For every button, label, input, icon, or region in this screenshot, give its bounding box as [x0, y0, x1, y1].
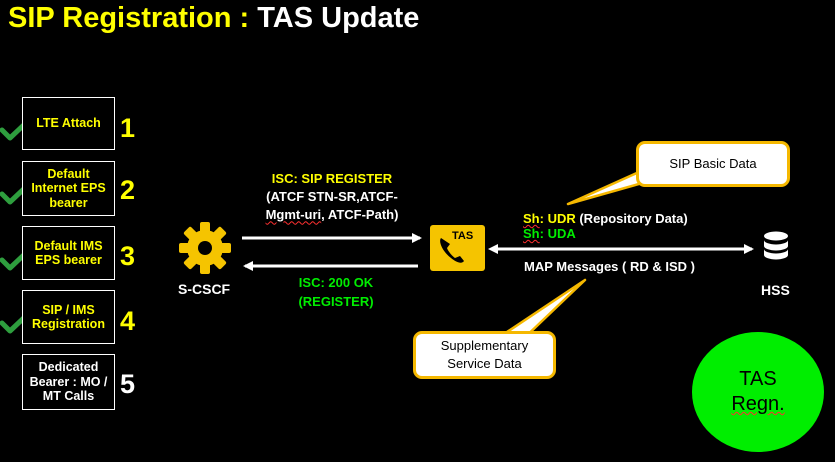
uda-text: : UDA [539, 225, 576, 241]
badge-line-2: Regn. [731, 393, 785, 415]
title-part-1: SIP Registration : [8, 2, 258, 34]
supp-line-2: Service Data [447, 356, 522, 371]
step-lte-attach: LTE Attach [22, 97, 115, 150]
step-label: Default IMS EPS bearer [34, 238, 103, 267]
ok-line-2: (REGISTER) [298, 293, 374, 309]
udr-line: Sh: UDR (Repository Data) [523, 211, 688, 227]
tas-label: TAS [452, 230, 474, 242]
sh-labels: Sh: UDR (Repository Data) Sh: UDA [523, 211, 688, 242]
step-number: 3 [120, 241, 136, 271]
register-line-2: (ATCF STN-SR,ATCF- [266, 189, 398, 205]
step-label: Default Internet EPS bearer [31, 166, 106, 210]
ok-label: ISC: 200 OK (REGISTER) [280, 274, 392, 312]
step-number: 2 [120, 175, 136, 205]
uda-prefix: Sh [523, 225, 540, 241]
supp-line-1: Supplementary [440, 338, 529, 354]
supplementary-callout: Supplementary Service Data [413, 331, 556, 379]
udr-text: : UDR [539, 211, 576, 226]
register-line-3: Mgmt-uri, ATCF-Path) [246, 206, 418, 224]
hss-label: HSS [761, 282, 790, 298]
step-number: 5 [120, 369, 136, 399]
step-dedicated-bearer: Dedicated Bearer : MO / MT Calls [22, 354, 115, 410]
register-line-1: ISC: SIP REGISTER [271, 171, 393, 186]
step-default-internet-bearer: Default Internet EPS bearer [22, 161, 115, 216]
udr-prefix: Sh [523, 211, 540, 226]
step-number: 4 [120, 306, 136, 336]
database-icon [764, 231, 788, 260]
map-label: MAP Messages ( RD & ISD ) [524, 259, 695, 274]
tas-regn-badge: TAS Regn. [692, 332, 824, 452]
scscf-label: S-CSCF [178, 281, 231, 297]
step-label: LTE Attach [36, 116, 101, 131]
gear-icon [179, 222, 231, 274]
step-number: 1 [120, 113, 136, 143]
phone-icon [430, 225, 485, 271]
register-line-3a: Mgmt-uri [265, 207, 322, 223]
step-sip-ims-registration: SIP / IMS Registration [22, 290, 115, 344]
title-part-2: TAS Update [257, 2, 420, 34]
udr-suffix: (Repository Data) [575, 211, 688, 226]
register-label: ISC: SIP REGISTER (ATCF STN-SR,ATCF- Mgm… [246, 170, 418, 225]
sip-basic-data-callout: SIP Basic Data [636, 141, 790, 187]
uda-line: Sh: UDA [523, 225, 688, 242]
step-label: SIP / IMS Registration [32, 302, 105, 331]
step-default-ims-bearer: Default IMS EPS bearer [22, 226, 115, 280]
badge-line-1: TAS [739, 368, 777, 390]
register-line-3b: , ATCF-Path) [321, 207, 399, 223]
ok-line-1: ISC: 200 OK [298, 275, 374, 290]
page-title: SIP Registration : TAS Update [8, 2, 419, 35]
step-label: Dedicated Bearer : MO / MT Calls [29, 360, 108, 404]
